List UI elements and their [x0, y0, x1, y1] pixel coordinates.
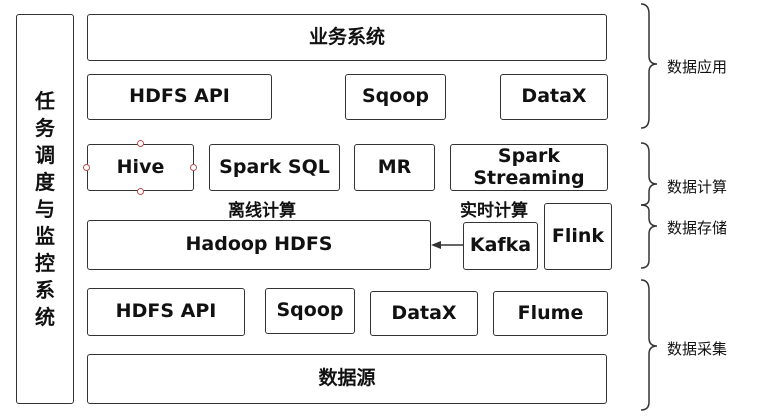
sidebar-char: 务	[35, 115, 55, 140]
app-sqoop-box: Sqoop	[345, 74, 446, 120]
hive-box: Hive	[87, 144, 194, 191]
spark-sql-box: Spark SQL	[209, 144, 340, 191]
flink-box: Flink	[544, 203, 612, 270]
col-hdfs-api-box: HDFS API	[87, 288, 245, 336]
side-label-application: 数据应用	[667, 58, 728, 76]
data-source-box: 数据源	[87, 354, 607, 404]
mr-box: MR	[354, 144, 435, 191]
spark-streaming-box: Spark Streaming	[450, 144, 608, 191]
brace-collection	[640, 279, 658, 411]
brace-compute	[640, 142, 658, 206]
offline-compute-label: 离线计算	[228, 201, 296, 221]
sidebar-char: 任	[35, 88, 55, 113]
flume-box: Flume	[493, 291, 608, 336]
business-system-box: 业务系统	[87, 14, 607, 61]
app-hdfs-api-box: HDFS API	[87, 74, 272, 120]
sidebar-char: 与	[35, 196, 55, 221]
app-datax-box: DataX	[500, 74, 608, 120]
col-sqoop-box: Sqoop	[265, 288, 355, 334]
sidebar-char: 调	[35, 142, 55, 167]
sidebar-char: 度	[35, 169, 55, 194]
scheduling-monitoring-sidebar: 任 务 调 度 与 监 控 系 统	[16, 14, 74, 404]
brace-application	[640, 3, 658, 129]
brace-storage	[640, 204, 658, 269]
sidebar-char: 系	[35, 277, 55, 302]
selection-handle	[83, 164, 90, 171]
selection-handle	[137, 140, 144, 147]
sidebar-char: 控	[35, 250, 55, 275]
col-datax-box: DataX	[370, 291, 478, 336]
side-label-storage: 数据存储	[667, 219, 728, 237]
selection-handle	[137, 188, 144, 195]
realtime-compute-label: 实时计算	[460, 201, 528, 221]
arrow-head-icon	[431, 241, 441, 249]
hadoop-hdfs-box: Hadoop HDFS	[87, 220, 431, 270]
side-label-collection: 数据采集	[667, 340, 728, 358]
kafka-box: Kafka	[463, 222, 538, 270]
sidebar-char: 监	[35, 223, 55, 248]
sidebar-char: 统	[35, 304, 55, 329]
side-label-compute: 数据计算	[667, 178, 728, 196]
selection-handle	[190, 164, 197, 171]
